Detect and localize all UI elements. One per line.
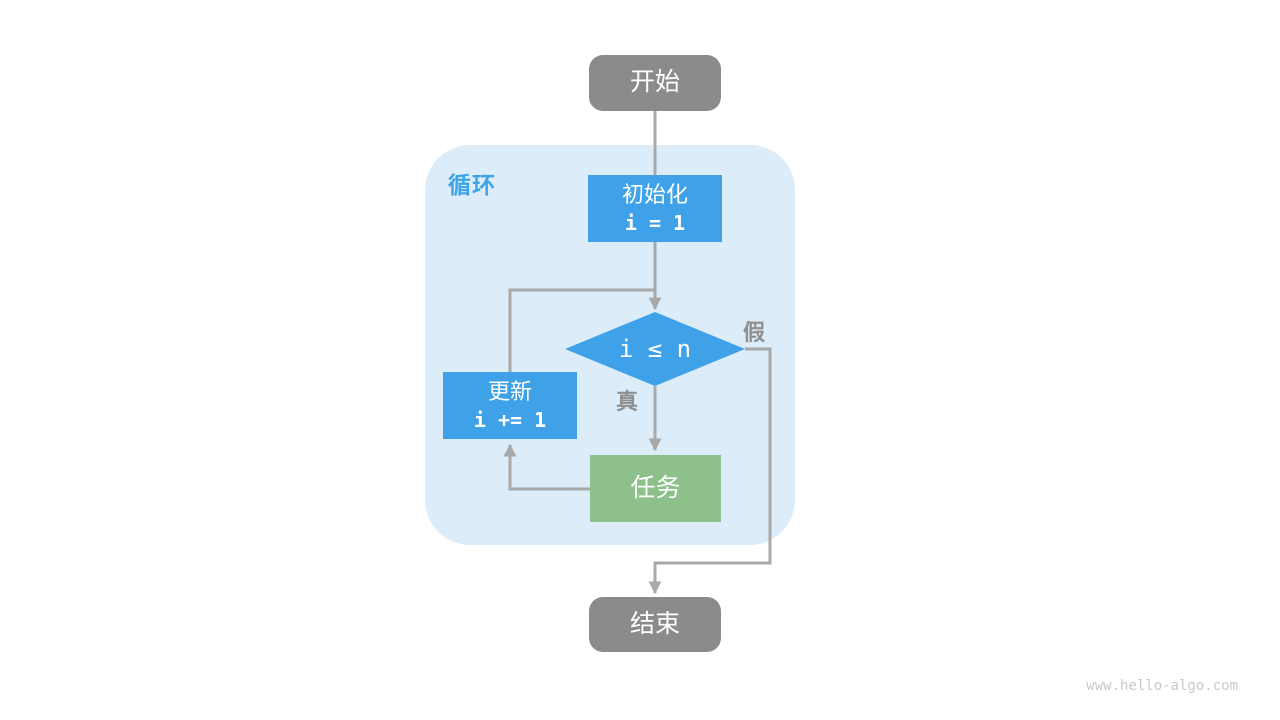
loop-region-label: 循环 <box>448 172 496 198</box>
end-node-label: 结束 <box>629 609 680 638</box>
update-node-label: 更新 <box>487 379 532 405</box>
task-node: 任务 <box>590 455 721 522</box>
update-node-code: i += 1 <box>473 407 547 432</box>
start-node-label: 开始 <box>629 68 680 97</box>
true-edge-label: 真 <box>616 389 639 414</box>
edge-task-to-update <box>503 443 590 491</box>
update-node: 更新 i += 1 <box>443 372 577 439</box>
init-node: 初始化 i = 1 <box>588 175 722 242</box>
edge-update-loopback <box>508 288 655 372</box>
start-node: 开始 <box>589 55 721 111</box>
init-node-label: 初始化 <box>621 182 688 208</box>
task-node-label: 任务 <box>630 473 681 502</box>
condition-expression: i ≤ n <box>618 335 692 363</box>
end-node: 结束 <box>589 597 721 652</box>
edge-condition-false-to-end <box>648 347 772 595</box>
watermark: www.hello-algo.com <box>1086 678 1238 694</box>
false-edge-label: 假 <box>743 320 766 345</box>
init-node-code: i = 1 <box>624 210 686 235</box>
